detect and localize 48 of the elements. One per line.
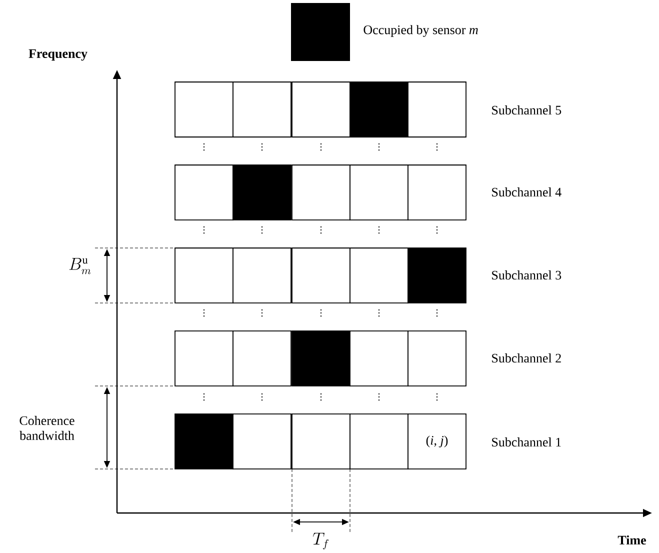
- grid-cell: (i, j): [408, 414, 466, 470]
- ellipsis: ⋮: [378, 143, 380, 151]
- grid-cell: [292, 164, 350, 220]
- channel-label: Subchannel 1: [492, 437, 561, 447]
- grid-cell: [174, 82, 234, 138]
- legend-text: Occupied by sensor m: [364, 25, 478, 37]
- ellipsis: ⋮: [378, 393, 380, 401]
- grid-cell: [174, 164, 234, 220]
- occupied-cell: [232, 164, 292, 220]
- axis-label: Time: [618, 535, 646, 545]
- ellipsis: ⋮: [378, 309, 380, 317]
- channel-label: Subchannel 4: [492, 187, 562, 197]
- channel-label: Subchannel 5: [492, 105, 562, 115]
- occupied-cell: [174, 414, 234, 470]
- axis-label: Frequency: [28, 49, 88, 61]
- grid-cell: [174, 330, 234, 386]
- grid-cell: [408, 330, 466, 386]
- grid-cell: [408, 164, 466, 220]
- dimension-label: Coherence bandwidth: [20, 416, 74, 440]
- grid-cell: [350, 248, 408, 304]
- ellipsis: ⋮: [320, 309, 322, 317]
- occupied-cell: [350, 82, 408, 138]
- ellipsis: ⋮: [436, 393, 438, 401]
- occupied-cell: [292, 330, 350, 386]
- grid-cell: [232, 330, 292, 386]
- grid-cell: [350, 164, 408, 220]
- ellipsis: ⋮: [436, 143, 438, 151]
- math-label: $B_m^{\mathrm{u}}$: [69, 258, 91, 274]
- occupied-cell: [408, 248, 466, 304]
- grid-cell: [350, 330, 408, 386]
- ellipsis: ⋮: [436, 309, 438, 317]
- grid-cell: [292, 414, 350, 470]
- channel-label: Subchannel 3: [492, 270, 562, 280]
- grid-cell: [350, 414, 408, 470]
- ellipsis: ⋮: [320, 393, 322, 401]
- grid-cell: [174, 248, 234, 304]
- math-label: $T_f$: [312, 532, 328, 550]
- grid-cell: [408, 82, 466, 138]
- grid-cell: [232, 248, 292, 304]
- ellipsis: ⋮: [378, 226, 380, 234]
- ellipsis: ⋮: [320, 226, 322, 234]
- grid-cell: [232, 414, 292, 470]
- ellipsis: ⋮: [320, 143, 322, 151]
- grid-cell: [292, 82, 350, 138]
- grid-cell: [292, 248, 350, 304]
- channel-label: Subchannel 2: [492, 353, 561, 363]
- grid-cell: [232, 82, 292, 138]
- ellipsis: ⋮: [436, 226, 438, 234]
